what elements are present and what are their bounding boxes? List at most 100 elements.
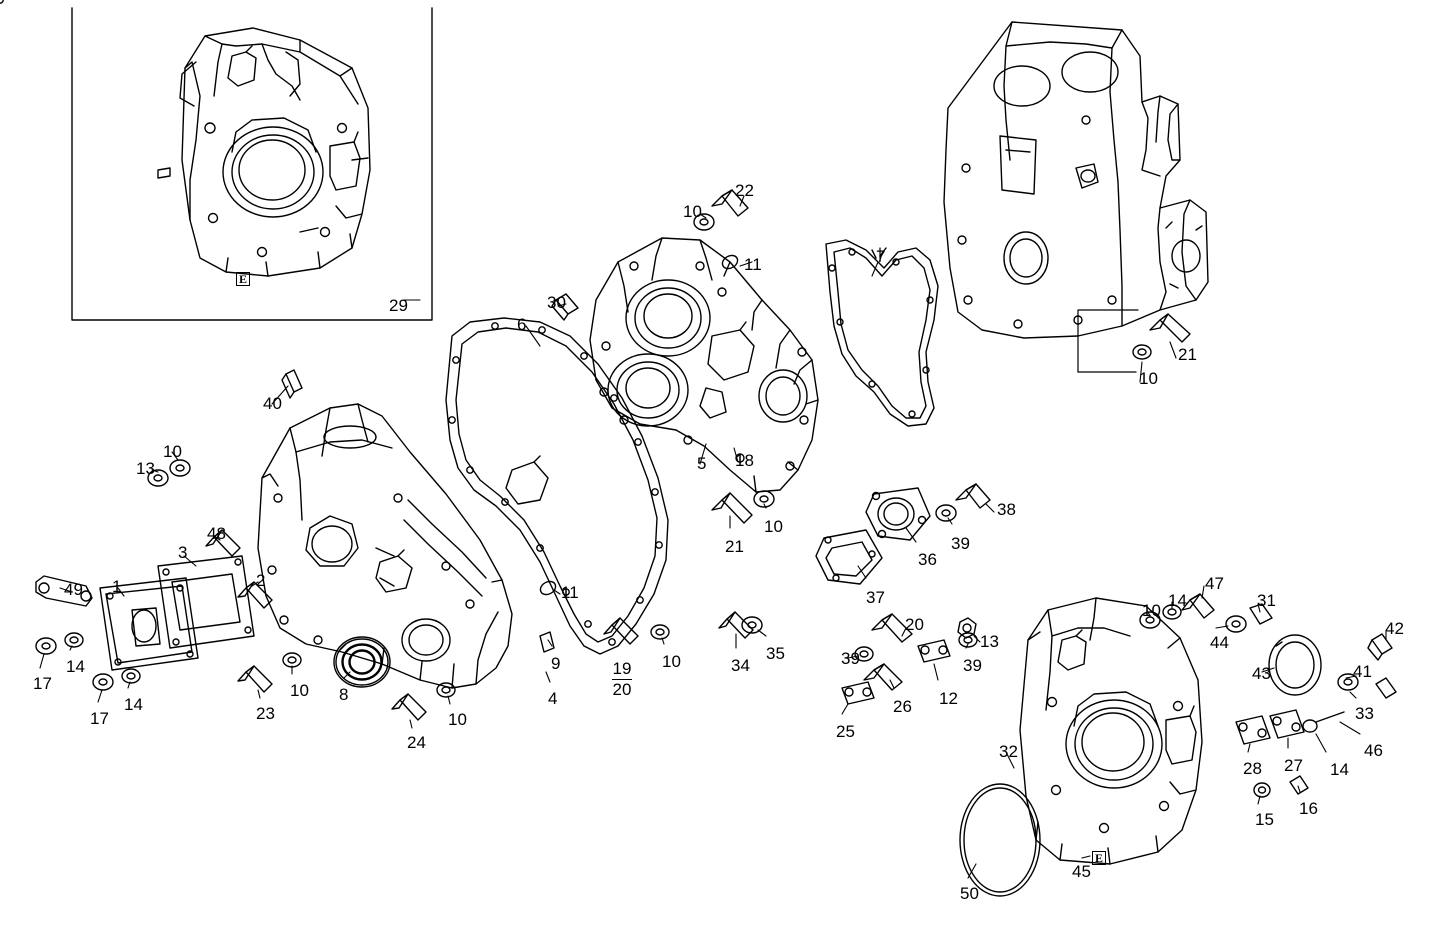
callout-38: 38 bbox=[997, 500, 1016, 519]
plate-27 bbox=[1269, 709, 1305, 739]
callout-21-a: 21 bbox=[725, 537, 744, 556]
dowel-30 bbox=[551, 293, 579, 321]
plate-28 bbox=[1235, 715, 1271, 745]
callout-33: 33 bbox=[1355, 704, 1374, 723]
inset-flywheel-housing bbox=[157, 27, 371, 277]
callout-14-d: 14 bbox=[1330, 760, 1349, 779]
dowel-40 bbox=[281, 369, 303, 399]
callout-27: 27 bbox=[1284, 756, 1303, 775]
callout-11-a: 11 bbox=[744, 255, 762, 274]
washer-13-10-left bbox=[147, 459, 191, 487]
callout-1: 1 bbox=[112, 577, 122, 596]
callout-10-b: 10 bbox=[1139, 369, 1158, 388]
bolt-24 bbox=[391, 682, 456, 721]
callout-25: 25 bbox=[836, 722, 855, 741]
bolt-48 bbox=[205, 529, 241, 557]
callout-24: 24 bbox=[407, 733, 426, 752]
callout-13-a: 13 bbox=[136, 459, 155, 478]
callout-17-b: 17 bbox=[90, 709, 109, 728]
callout-18: 18 bbox=[735, 451, 754, 470]
callout-9: 9 bbox=[551, 654, 561, 673]
callout-10-d: 10 bbox=[764, 517, 783, 536]
fraction-bar bbox=[612, 678, 632, 680]
callout-45: 45 bbox=[1072, 862, 1091, 881]
callout-22: 22 bbox=[735, 181, 754, 200]
callout-14-c: 14 bbox=[1168, 591, 1187, 610]
callout-39-a: 39 bbox=[951, 534, 970, 553]
flange-36 bbox=[865, 487, 931, 541]
callout-2: 2 bbox=[256, 571, 266, 590]
callout-20-b: 20 bbox=[612, 679, 632, 699]
callout-41: 41 bbox=[1353, 662, 1372, 681]
callout-4: 4 bbox=[548, 689, 558, 708]
callout-20-a: 20 bbox=[905, 615, 924, 634]
callout-8: 8 bbox=[339, 685, 349, 704]
callout-15: 15 bbox=[1255, 810, 1274, 829]
gasket-7 bbox=[825, 239, 939, 427]
callout-17-a: 17 bbox=[33, 674, 52, 693]
callout-39-c: 39 bbox=[963, 656, 982, 675]
bolt-21-washer-10 bbox=[1077, 309, 1191, 373]
callout-19: 19 bbox=[612, 659, 632, 678]
callout-5: 5 bbox=[697, 454, 707, 473]
gasket-3 bbox=[157, 555, 255, 649]
seal-8 bbox=[333, 636, 391, 688]
inset-frame bbox=[71, 7, 433, 321]
cover-plate-1 bbox=[99, 577, 199, 671]
gasket-37 bbox=[815, 529, 883, 585]
callout-47: 47 bbox=[1205, 574, 1224, 593]
bolt-26 bbox=[863, 663, 903, 691]
callout-43: 43 bbox=[1252, 664, 1271, 683]
bolt-22-10 bbox=[693, 189, 749, 231]
callout-26: 26 bbox=[893, 697, 912, 716]
bracket-25 bbox=[841, 681, 875, 705]
callout-14-a: 14 bbox=[66, 657, 85, 676]
callout-10-f: 10 bbox=[662, 652, 681, 671]
callout-3: 3 bbox=[178, 543, 188, 562]
callout-48: 48 bbox=[207, 524, 226, 543]
callout-19-20: 19 20 bbox=[612, 660, 632, 699]
callout-46: 46 bbox=[1364, 741, 1383, 760]
seal-43 bbox=[1268, 634, 1322, 696]
callout-42: 42 bbox=[1385, 619, 1404, 638]
callout-37: 37 bbox=[866, 588, 885, 607]
callout-30: 30 bbox=[547, 293, 566, 312]
callout-7: 7 bbox=[876, 247, 886, 266]
washers-14-17 bbox=[35, 632, 141, 691]
callout-16: 16 bbox=[1299, 799, 1318, 818]
callout-29: 29 bbox=[389, 296, 408, 315]
bolt-38-39 bbox=[935, 483, 991, 522]
callout-21-b: 21 bbox=[1178, 345, 1197, 364]
bolt-20 bbox=[871, 613, 913, 643]
callout-35: 35 bbox=[766, 644, 785, 663]
front-cover-4 bbox=[257, 403, 513, 689]
plug-11-b bbox=[539, 580, 557, 596]
bolt-21-10-center bbox=[711, 490, 775, 524]
gasket-6 bbox=[0, 0, 669, 655]
bolt-34-35 bbox=[718, 611, 763, 639]
cylinder-block bbox=[943, 21, 1209, 339]
callout-14-b: 14 bbox=[124, 695, 143, 714]
leader-lines bbox=[39, 195, 1387, 879]
callout-10-h: 10 bbox=[448, 710, 467, 729]
callout-32: 32 bbox=[999, 742, 1018, 761]
washer-39-left bbox=[854, 646, 874, 662]
callout-31: 31 bbox=[1257, 591, 1276, 610]
bracket-12 bbox=[917, 639, 951, 663]
callout-10-a: 10 bbox=[683, 202, 702, 221]
flywheel-housing-bottom bbox=[1019, 597, 1203, 865]
callout-34: 34 bbox=[731, 656, 750, 675]
callout-28: 28 bbox=[1243, 759, 1262, 778]
e-mark-housing: E bbox=[1092, 851, 1107, 865]
callout-11-b: 11 bbox=[561, 583, 579, 602]
bolt-19-20 bbox=[603, 617, 670, 645]
bolt-23 bbox=[237, 652, 302, 693]
fasteners-right bbox=[1139, 593, 1397, 798]
callout-10-c: 10 bbox=[163, 442, 182, 461]
callout-10-e: 10 bbox=[1142, 601, 1161, 620]
nut-13 bbox=[957, 617, 977, 639]
e-mark-inset: E bbox=[236, 272, 251, 286]
o-ring-50 bbox=[959, 783, 1041, 897]
